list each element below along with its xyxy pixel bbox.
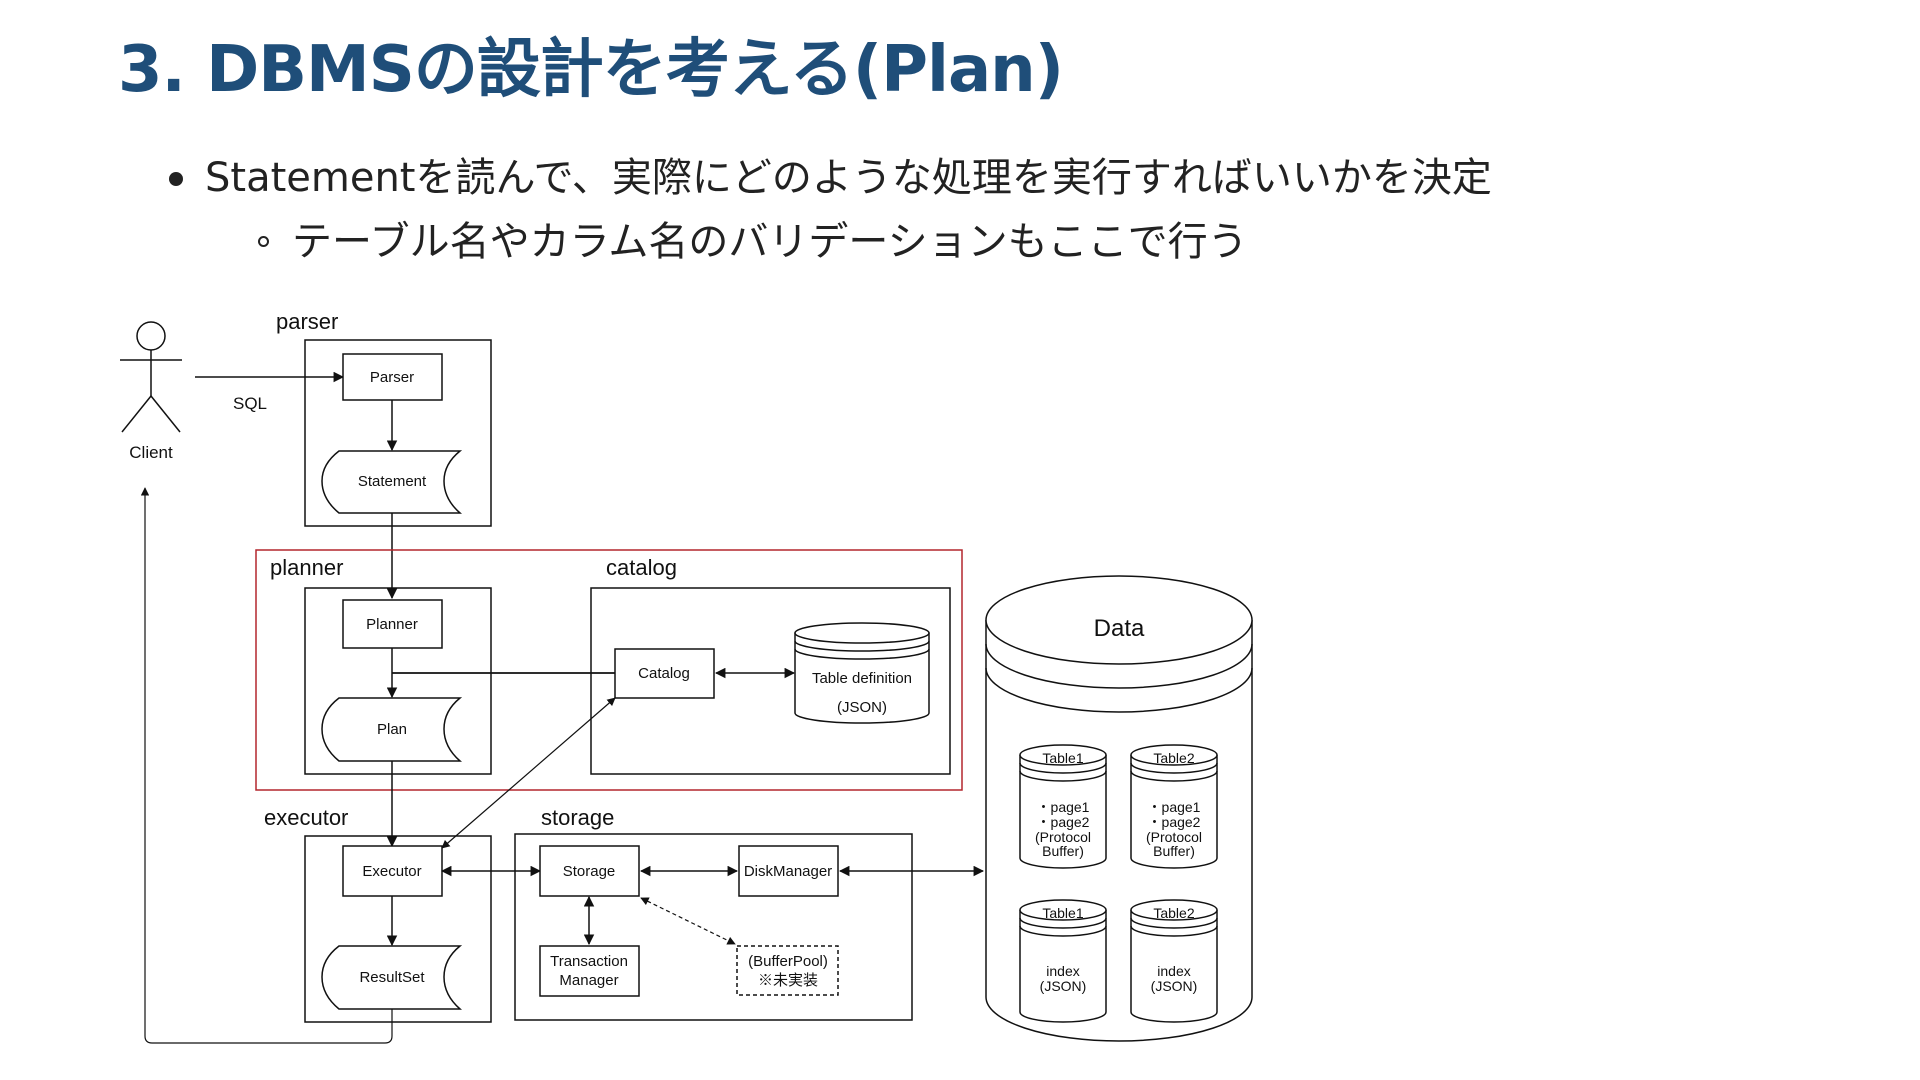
storage-section <box>514 833 913 1021</box>
diskmanager-node <box>738 845 839 897</box>
diskmanager-node-label: DiskManager <box>744 863 832 880</box>
table2-pages-name: Table2 <box>1153 750 1194 766</box>
table2-index-format: (JSON) <box>1151 978 1198 994</box>
table2-pages-format: (Protocol <box>1146 829 1202 845</box>
statement-node-label: Statement <box>358 473 427 490</box>
client-actor-icon <box>120 321 182 433</box>
statement-node <box>321 450 463 514</box>
storage-node-label: Storage <box>563 863 616 880</box>
table1-index-db-icon <box>1019 899 1107 1023</box>
bufferpool-status: ※未実装 <box>758 972 818 989</box>
parser-node <box>342 353 443 401</box>
table2-index-name: Table2 <box>1153 905 1194 921</box>
resultset-to-client-arrow <box>140 487 393 1044</box>
table-definition-format: (JSON) <box>837 699 887 716</box>
planner-node-label: Planner <box>366 616 418 633</box>
executor-node-label: Executor <box>362 863 421 880</box>
executor-section-label: executor <box>264 805 348 830</box>
bullet-dot-icon <box>169 172 183 186</box>
catalog-executor-arrow <box>441 697 616 849</box>
parser-node-label: Parser <box>370 369 414 386</box>
bullet-item: Statementを読んで、実際にどのような処理を実行すればいいかを決定 <box>165 150 1492 206</box>
data-store-title: Data <box>1094 615 1145 642</box>
planner-section-label: planner <box>270 555 343 580</box>
slide-title: 3. DBMSの設計を考える(Plan) <box>118 33 1064 107</box>
parser-section <box>304 339 492 527</box>
table-definition-db-icon <box>794 622 930 724</box>
table1-pages-format: (Protocol <box>1035 829 1091 845</box>
bullet-ring-icon <box>258 236 269 247</box>
planner-node <box>342 599 443 649</box>
transaction-manager-label: Transaction <box>550 953 628 970</box>
planner-section <box>304 587 492 775</box>
table2-pages-format-2: Buffer) <box>1153 843 1195 859</box>
sql-label: SQL <box>233 394 267 413</box>
transaction-manager-node <box>539 945 640 997</box>
storage-section-label: storage <box>541 805 614 830</box>
bufferpool-label: (BufferPool) <box>748 953 828 970</box>
table1-pages-db-icon <box>1019 744 1107 869</box>
transaction-manager-label-2: Manager <box>559 972 618 989</box>
catalog-node-label: Catalog <box>638 665 690 682</box>
catalog-node <box>614 648 715 699</box>
table2-page2: ・page2 <box>1148 814 1201 830</box>
table1-page2: ・page2 <box>1037 814 1090 830</box>
parser-section-label: parser <box>276 309 338 334</box>
table2-index-db-icon <box>1130 899 1218 1023</box>
resultset-node <box>321 945 463 1010</box>
table1-page1: ・page1 <box>1037 799 1090 815</box>
plan-node-label: Plan <box>377 721 407 738</box>
bullet-list: Statementを読んで、実際にどのような処理を実行すればいいかを決定 テーブ… <box>165 150 1492 270</box>
table1-index-format: (JSON) <box>1040 978 1087 994</box>
executor-section <box>304 835 492 1023</box>
table2-index-label: index <box>1157 963 1190 979</box>
table1-index-name: Table1 <box>1042 905 1083 921</box>
catalog-section-label: catalog <box>606 555 677 580</box>
table2-pages-db-icon <box>1130 744 1218 869</box>
sub-bullet-text: テーブル名やカラム名のバリデーションもここで行う <box>292 219 1248 265</box>
table-definition-label: Table definition <box>812 670 912 687</box>
client-label: Client <box>129 443 173 462</box>
table2-page1: ・page1 <box>1148 799 1201 815</box>
sub-bullet-item: テーブル名やカラム名のバリデーションもここで行う <box>252 214 1492 270</box>
storage-bufferpool-arrow <box>640 897 736 945</box>
catalog-section <box>590 587 951 775</box>
table1-pages-name: Table1 <box>1042 750 1083 766</box>
bufferpool-node <box>736 945 839 996</box>
resultset-node-label: ResultSet <box>359 969 425 986</box>
bullet-text: Statementを読んで、実際にどのような処理を実行すればいいかを決定 <box>205 155 1492 201</box>
table1-pages-format-2: Buffer) <box>1042 843 1084 859</box>
table1-index-label: index <box>1046 963 1079 979</box>
